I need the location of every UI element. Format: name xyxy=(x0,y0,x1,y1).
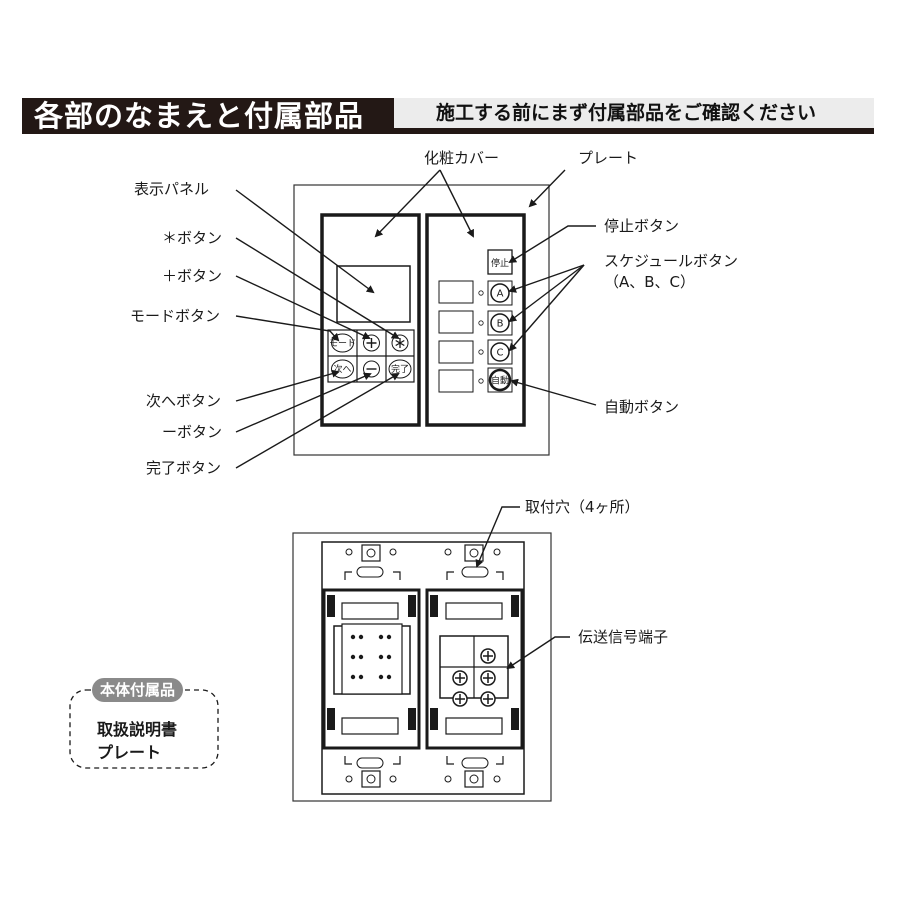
mount-hole-top-right xyxy=(461,566,489,578)
label-minus-button: ーボタン xyxy=(162,423,222,441)
label-cover: 化粧カバー xyxy=(424,149,499,167)
stop-key[interactable] xyxy=(487,249,513,275)
small-hole xyxy=(493,548,501,556)
mount-hole-top-left xyxy=(356,566,384,578)
small-hole xyxy=(444,775,452,783)
schedule-key-a-label: A xyxy=(497,289,504,300)
header-underline xyxy=(394,128,874,134)
schedule-window-a xyxy=(438,280,474,304)
module-slot xyxy=(445,602,503,620)
label-terminal: 伝送信号端子 xyxy=(578,628,668,646)
label-done-button: 完了ボタン xyxy=(146,459,221,477)
schedule-key-a[interactable] xyxy=(490,283,510,303)
module-slot xyxy=(445,717,503,735)
led-auto xyxy=(478,378,484,384)
screw-hole xyxy=(366,774,376,784)
label-schedule-sub: （A、B、C） xyxy=(604,273,695,291)
display-panel xyxy=(336,265,411,323)
label-next-button: 次へボタン xyxy=(146,392,221,410)
front-leader-lines xyxy=(235,169,597,469)
label-asterisk-button: ＊ボタン xyxy=(162,229,222,247)
mount-hole-bottom-right xyxy=(461,757,489,769)
latch xyxy=(327,708,335,730)
asterisk-icon xyxy=(395,338,405,348)
auto-key[interactable] xyxy=(488,368,512,392)
led-a xyxy=(478,290,484,296)
label-plus-button: ＋ボタン xyxy=(162,267,222,285)
mode-key-label: モード xyxy=(329,339,356,349)
latch xyxy=(511,595,519,617)
left-terminal-contacts xyxy=(350,634,392,680)
accessories-tag: 本体付属品 xyxy=(92,678,184,702)
latch xyxy=(430,595,438,617)
module-slot xyxy=(341,717,399,735)
label-display-panel: 表示パネル xyxy=(134,180,209,198)
latch xyxy=(408,708,416,730)
back-leader-lines xyxy=(475,506,570,670)
schedule-key-b[interactable] xyxy=(490,313,510,333)
latch xyxy=(327,595,335,617)
label-auto-button: 自動ボタン xyxy=(604,398,679,416)
schedule-key-c[interactable] xyxy=(490,342,510,362)
screw-hole xyxy=(469,548,479,558)
section-title: 各部のなまえと付属部品 xyxy=(22,98,394,134)
schedule-window-auto xyxy=(438,369,474,393)
schedule-window-c xyxy=(438,340,474,364)
mount-hole-bottom-left xyxy=(356,757,384,769)
small-hole xyxy=(345,775,353,783)
section-subtitle: 施工する前にまず付属部品をご確認ください xyxy=(394,98,874,128)
latch xyxy=(511,708,519,730)
auto-key-label: 自動 xyxy=(491,375,509,387)
latch xyxy=(430,708,438,730)
led-b xyxy=(478,320,484,326)
label-plate: プレート xyxy=(578,149,638,167)
accessory-item-manual: 取扱説明書 xyxy=(97,720,178,739)
screw-hole xyxy=(469,774,479,784)
led-c xyxy=(478,349,484,355)
schedule-key-c-label: C xyxy=(497,348,504,359)
latch xyxy=(408,595,416,617)
screw-hole xyxy=(366,548,376,558)
label-schedule-button: スケジュールボタン xyxy=(604,252,738,270)
label-stop-button: 停止ボタン xyxy=(604,217,679,235)
module-slot xyxy=(341,602,399,620)
done-key-label: 完了 xyxy=(391,363,409,375)
schedule-window-b xyxy=(438,310,474,334)
terminal-screws xyxy=(452,648,496,707)
plus-icon xyxy=(366,338,377,348)
stop-key-label: 停止 xyxy=(491,257,509,269)
bracket-marks xyxy=(344,756,504,765)
terminal-dividers xyxy=(440,636,508,698)
small-hole xyxy=(389,775,397,783)
back-device xyxy=(292,532,552,802)
small-hole xyxy=(345,548,353,556)
small-hole xyxy=(493,775,501,783)
label-mode-button: モードボタン xyxy=(130,307,220,325)
bracket-marks xyxy=(344,571,504,580)
label-mount-holes: 取付穴（4ヶ所） xyxy=(525,498,640,516)
small-hole xyxy=(444,548,452,556)
front-device: モード 次へ 完了 停止 A B C 自動 xyxy=(293,184,550,456)
accessory-item-plate: プレート xyxy=(97,743,162,762)
left-terminal-inner xyxy=(341,623,403,695)
schedule-key-b-label: B xyxy=(497,319,504,330)
small-hole xyxy=(389,548,397,556)
